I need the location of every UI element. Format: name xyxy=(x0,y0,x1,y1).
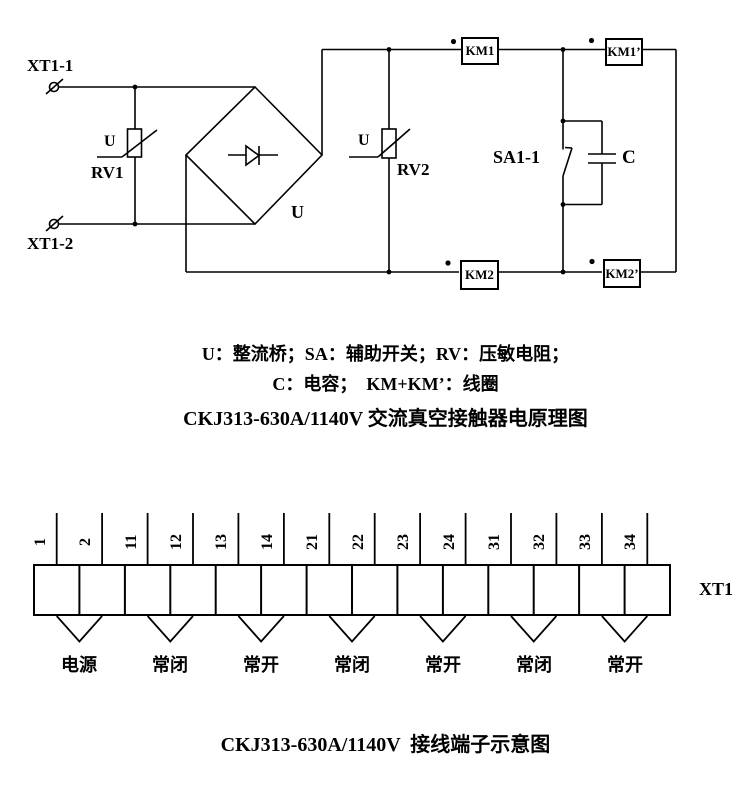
legend-line-2: C：电容； KM+KM’：线圈 xyxy=(272,374,499,394)
terminal-number-14: 14 xyxy=(259,534,276,550)
rv2-label: RV2 xyxy=(397,160,430,179)
terminal-number-23: 23 xyxy=(395,534,412,550)
terminal-block-title: CKJ313-630A/1140V 接线端子示意图 xyxy=(220,734,551,756)
terminal-number-32: 32 xyxy=(531,534,548,550)
capacitor-branch xyxy=(563,120,616,206)
terminal-number-2: 2 xyxy=(77,538,94,546)
xt1-block-label: XT1 xyxy=(699,579,734,599)
group-label-no-1: 常开 xyxy=(243,655,279,675)
rv1-label: RV1 xyxy=(91,163,124,182)
terminal-pin-ticks xyxy=(55,513,649,565)
rv2-u-label: U xyxy=(358,132,370,149)
coil-km2: KM2 xyxy=(460,260,499,290)
coil-km1-prime: KM1’ xyxy=(605,38,643,66)
rectifier-bridge xyxy=(184,85,324,226)
varistor-rv2 xyxy=(349,49,411,272)
terminal-number-1: 1 xyxy=(32,538,49,546)
terminal-number-24: 24 xyxy=(441,534,458,550)
terminal-number-33: 33 xyxy=(577,534,594,550)
group-label-power: 电源 xyxy=(61,655,97,675)
junction-dots xyxy=(132,47,566,275)
switch-sa1-1 xyxy=(562,49,573,272)
legend-line-1: U：整流桥；SA：辅助开关；RV：压敏电阻； xyxy=(201,344,570,364)
xt1-1-label: XT1-1 xyxy=(27,56,74,75)
terminal-number-22: 22 xyxy=(350,534,367,550)
terminal-number-12: 12 xyxy=(168,534,185,550)
bridge-u-label: U xyxy=(291,202,304,222)
circuit-title: CKJ313-630A/1140V 交流真空接触器电原理图 xyxy=(183,408,588,430)
coil-km2-prime: KM2’ xyxy=(603,259,641,288)
group-label-nc-2: 常闭 xyxy=(334,655,370,675)
terminal-number-13: 13 xyxy=(213,534,230,550)
terminal-block-linework xyxy=(33,513,671,643)
terminal-strip-dividers xyxy=(78,565,626,615)
capacitor-c-label: C xyxy=(622,147,636,168)
terminal-number-11: 11 xyxy=(123,534,140,550)
terminal-number-31: 31 xyxy=(486,534,503,550)
group-label-no-2: 常开 xyxy=(425,655,461,675)
group-label-no-3: 常开 xyxy=(607,655,643,675)
xt1-2-label: XT1-2 xyxy=(27,234,74,253)
terminal-number-21: 21 xyxy=(304,534,321,550)
sa1-1-label: SA1-1 xyxy=(493,147,541,167)
group-label-nc-3: 常闭 xyxy=(516,655,552,675)
varistor-rv1 xyxy=(97,87,158,224)
control-circuit xyxy=(45,37,677,275)
group-label-nc-1: 常闭 xyxy=(152,655,188,675)
terminal-number-34: 34 xyxy=(622,534,639,550)
coil-polarity-dots xyxy=(445,37,595,266)
rv1-u-label: U xyxy=(104,133,116,150)
coil-km1: KM1 xyxy=(461,37,499,65)
terminal-pair-funnels xyxy=(56,615,648,643)
